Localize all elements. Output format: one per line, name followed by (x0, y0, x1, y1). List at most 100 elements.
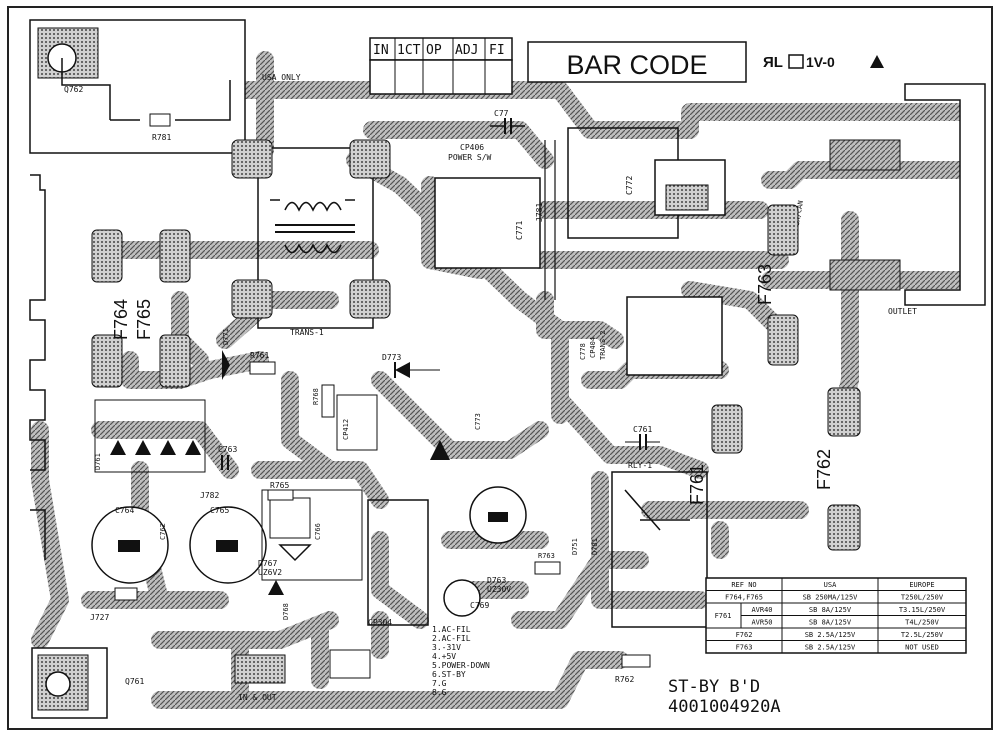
pin-4: 4.+5V (432, 652, 456, 661)
r762-resistor (621, 654, 651, 668)
uz30v-label: UZ30V (487, 585, 511, 594)
board-number: 4001004920A (668, 697, 781, 717)
f762-label: F762 (814, 449, 834, 490)
in-out-connector: IN & OUT (234, 649, 371, 702)
q762-label: Q762 (64, 85, 83, 94)
d768-diode-icon (268, 580, 284, 595)
c769-label: C769 (470, 601, 489, 610)
c771-label: C771 (515, 221, 524, 240)
c772-label: C772 (625, 176, 634, 195)
d751-label: D751 (571, 538, 579, 555)
rly1: C761 RLY-1 F761 (611, 425, 708, 628)
c772-relay: C772 (567, 127, 726, 239)
barcode-box (527, 41, 747, 83)
j782-label: J782 (200, 491, 219, 500)
fuse-table-cell: F762 (736, 631, 753, 639)
d773-label: D773 (382, 353, 401, 362)
cp412-label: CP412 (342, 419, 350, 440)
fuse-table-cell: SB 8A/125V (809, 606, 852, 614)
trans1-label: TRANS-1 (290, 328, 324, 337)
d771-label: D771 (222, 328, 230, 345)
usa-only-label: USA ONLY (262, 73, 301, 82)
f764-f765-fuses: F764 F765 (91, 229, 191, 388)
f762-fuse: F762 (814, 387, 861, 551)
fuse-table-cell: AVR40 (751, 606, 772, 614)
c77-label: C77 (494, 109, 509, 118)
d767-area: R765 D767 UZ6V2 C766 (258, 481, 363, 581)
uz6v2-label: UZ6V2 (258, 568, 282, 577)
outlet-label: OUTLET (888, 307, 917, 316)
pin-6: 6.ST-BY (432, 670, 466, 679)
rly1-label: RLY-1 (628, 461, 652, 470)
connector-pin-list: 1.AC-FIL 2.AC-FIL 3.-31V 4.+5V 5.POWER-D… (432, 625, 490, 697)
left-connectors (29, 174, 46, 560)
r781-label: R781 (152, 133, 171, 142)
j727-label: J727 (90, 613, 109, 622)
capacitors: C764 C765 C762 C769 (91, 486, 527, 617)
c765-label: C765 (210, 506, 229, 515)
trans2: C778 CP404 TRANS-2 (579, 296, 743, 454)
outlet-block: OUTLET USA/CAN (792, 83, 986, 316)
fuse-table-cell: T3.15L/250V (899, 606, 946, 614)
fuse-table-header: REF NO (731, 581, 756, 589)
pin-5: 5.POWER-DOWN (432, 661, 490, 670)
fuse-table-cell: SB 2.5A/125V (805, 631, 856, 639)
q761-label: Q761 (125, 677, 144, 686)
recognized-mark-icon (788, 54, 804, 69)
f764-label: F764 (111, 299, 131, 340)
trans1: TRANS-1 (231, 139, 391, 337)
r762-label: R762 (615, 675, 634, 684)
d768-label: D768 (282, 603, 290, 620)
r763-resistor (534, 561, 561, 575)
diode-bridge: D761 C763 J782 (94, 399, 237, 500)
header-box-fi: FI (489, 43, 505, 58)
c762-label: C762 (159, 523, 167, 540)
cp406-area: C77 CP406 POWER S/W C771 J781 (434, 109, 556, 300)
c778-label: C778 (579, 343, 587, 360)
ul-rating-label: 1V-0 (806, 54, 835, 70)
j781-label: J781 (535, 203, 544, 222)
fuse-table-cell: SB 250MA/125V (803, 594, 859, 602)
cp406-label: CP406 (460, 143, 484, 152)
f763-label: F763 (755, 264, 775, 305)
header-box-op: OP (426, 43, 442, 58)
ul-logo-icon: ЯL (763, 54, 783, 71)
fuse-table-cell: F761 (715, 612, 732, 620)
c773-label: C773 (474, 413, 482, 430)
fuse-table-cell: F764,F765 (725, 594, 763, 602)
d767-label: D767 (258, 559, 277, 568)
c763-label: C763 (218, 445, 237, 454)
pin-1: 1.AC-FIL (432, 625, 471, 634)
r761-label: R761 (250, 351, 269, 360)
d781-label: D781 (591, 538, 599, 555)
cp304: CP304 (367, 499, 429, 627)
barcode-label: BAR CODE (566, 50, 707, 80)
header-box-adj: ADJ (455, 43, 478, 58)
d773-area: D773 R768 CP412 C773 (312, 353, 482, 460)
header-box-1ct: 1CT (397, 43, 421, 58)
fuse-table-cell: SB 2.5A/125V (805, 644, 856, 652)
r765-label: R765 (270, 481, 289, 490)
fuse-table-cell: F763 (736, 644, 753, 652)
r-component (114, 587, 138, 601)
r768-label: R768 (312, 388, 320, 405)
in-out-label: IN & OUT (238, 693, 277, 702)
f765-label: F765 (134, 299, 154, 340)
fuse-table-header: USA (824, 581, 837, 589)
r763-label: R763 (538, 552, 555, 560)
pin-8: 8.G (432, 688, 447, 697)
header-boxes: IN 1CT OP ADJ FI (369, 37, 513, 95)
c766-label: C766 (314, 523, 322, 540)
fuse-table-cell: AVR50 (751, 619, 772, 627)
q762-block: Q762 R781 (29, 19, 246, 154)
fuse-table-cell: T4L/250V (905, 619, 940, 627)
c764-label: C764 (115, 506, 134, 515)
ul-marking: ЯL 1V-0 (763, 54, 884, 71)
board-title: ST-BY B'D (668, 677, 760, 697)
r761-d771: R761 D771 (222, 328, 276, 380)
pin-7: 7.G (432, 679, 447, 688)
header-box-in: IN (373, 43, 389, 58)
cp404-label: CP404 (589, 337, 597, 358)
